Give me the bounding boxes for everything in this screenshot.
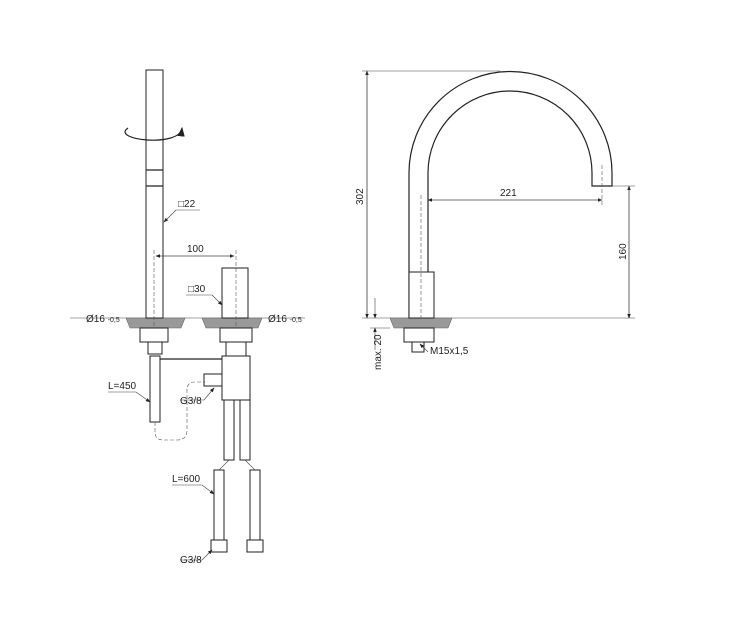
mixer-body <box>221 355 251 401</box>
dim-height-total: 302 <box>355 188 366 205</box>
label-hose-long: L=600 <box>172 474 201 485</box>
label-thread: M15x1,5 <box>430 346 469 357</box>
spout <box>408 70 613 318</box>
label-hole-right: Ø16 -0,5 <box>268 314 302 325</box>
dim-distance: 100 <box>187 244 204 255</box>
label-conn-lower: G3/8 <box>180 555 202 566</box>
label-spout-square: □22 <box>178 199 196 210</box>
side-view-left: 100 □22 □30 Ø16 -0,5 Ø16 -0,5 L=450 G3/8… <box>70 69 305 566</box>
dim-deck-max: max. 20 <box>373 334 384 370</box>
dim-height-outlet: 160 <box>618 243 629 260</box>
handle <box>221 267 249 319</box>
rotation-arrow-icon <box>124 126 185 141</box>
dim-reach: 221 <box>500 188 517 199</box>
counter <box>389 317 453 329</box>
spout-rod <box>145 69 164 319</box>
label-handle-square: □30 <box>188 284 206 295</box>
label-hose-short: L=450 <box>108 381 137 392</box>
label-conn-upper: G3/8 <box>180 396 202 407</box>
counter-left <box>125 317 186 329</box>
side-view-right: 302 221 160 max. 20 M15x1,5 <box>355 70 635 370</box>
label-hole-left: Ø16 -0,5 <box>86 314 120 325</box>
counter-right <box>201 317 263 329</box>
